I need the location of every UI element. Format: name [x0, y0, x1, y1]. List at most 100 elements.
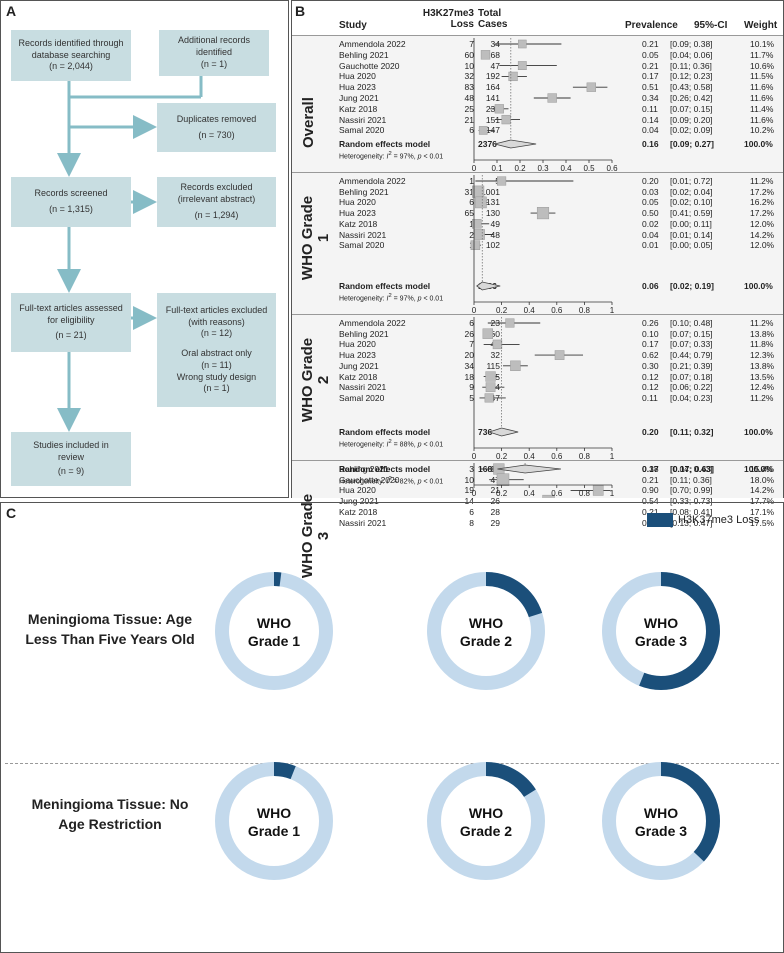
donut-base-ring [215, 762, 333, 880]
weight-cell: 11.8% [750, 339, 774, 350]
prevalence-cell: 0.04 [642, 229, 659, 240]
total-cell: 1268 [481, 49, 500, 60]
estimate-square [482, 328, 494, 339]
study-cell: Samal 2020 [339, 392, 385, 403]
prevalence-cell: 0.05 [642, 49, 659, 60]
events-cell: 1 [469, 218, 474, 229]
prevalence-cell: 0.03 [642, 186, 659, 197]
estimate-square [536, 207, 550, 220]
ci-cell: [0.01; 0.14] [670, 229, 713, 240]
ci-cell: [0.01; 0.72] [670, 176, 713, 186]
prevalence-cell: 0.12 [642, 382, 659, 393]
ci-cell: [0.07; 0.33] [670, 339, 713, 350]
events-cell: 7 [469, 39, 474, 49]
total-cell: 192 [485, 71, 500, 82]
prevalence-cell: 0.10 [642, 328, 659, 339]
study-cell: Katz 2018 [339, 218, 378, 229]
prevalence-cell: 0.30 [642, 360, 659, 371]
weight-cell: 13.8% [750, 328, 775, 339]
prevalence-cell: 0.17 [642, 339, 659, 350]
total-cell: 102 [485, 240, 500, 251]
study-cell: Nassiri 2021 [339, 517, 387, 528]
study-cell: Behling 2021 [339, 49, 389, 60]
estimate-square [478, 126, 488, 135]
ci-cell: [0.44; 0.79] [670, 350, 713, 361]
estimate-square [510, 360, 521, 371]
x-tick-label: 0 [472, 164, 477, 173]
prevalence-cell: 0.21 [642, 474, 659, 485]
x-tick-label: 0.6 [606, 164, 618, 173]
prevalence-cell: 0.50 [642, 208, 659, 219]
total-cell: 115 [486, 360, 500, 371]
prevalence-cell: 0.34 [642, 93, 659, 103]
ci-cell: [0.33; 0.73] [670, 496, 713, 507]
total-cell: 29 [490, 517, 500, 528]
ci-cell: [0.21; 0.39] [670, 360, 713, 371]
total-cell: 49 [490, 218, 500, 229]
estimate-square [485, 382, 496, 393]
total-cell: 32 [490, 350, 500, 361]
x-tick-label: 0.2 [496, 306, 508, 315]
heterogeneity-text: Heterogeneity: I2 = 97%, p < 0.01 [339, 151, 444, 161]
events-cell: 18 [464, 371, 474, 382]
study-cell: Jung 2021 [339, 93, 379, 103]
x-tick-label: 0.8 [579, 452, 591, 461]
x-tick-label: 0.6 [551, 489, 563, 498]
events-cell: 10 [464, 474, 474, 485]
box-fulltext-excluded: Full-text articles excluded(with reasons… [157, 293, 276, 407]
study-cell: Hua 2020 [339, 485, 376, 496]
estimate-square [518, 39, 527, 49]
x-tick-label: 0 [472, 452, 477, 461]
study-cell: Hua 2023 [339, 350, 376, 361]
events-cell: 65 [464, 208, 474, 219]
events-cell: 10 [464, 60, 474, 71]
weight-cell: 10.6% [750, 60, 775, 71]
donut-label-line2: Grade 1 [248, 633, 300, 649]
ci-cell: [0.08; 0.41] [670, 506, 713, 517]
events-cell: 3 [469, 464, 474, 474]
x-tick-label: 0.8 [579, 306, 591, 315]
prevalence-cell: 0.21 [642, 39, 659, 49]
study-cell: Behling 2021 [339, 464, 389, 474]
prevalence-cell: 0.01 [642, 240, 659, 251]
prevalence-cell: 0.62 [642, 350, 659, 361]
events-cell: 31 [464, 186, 474, 197]
estimate-square [470, 240, 481, 250]
x-tick-label: 0 [472, 489, 477, 498]
summary-weight: 100.0% [744, 281, 773, 291]
prevalence-cell: 0.04 [642, 125, 659, 136]
heterogeneity-text: Heterogeneity: I2 = 88%, p < 0.01 [339, 439, 444, 449]
weight-cell: 15.4% [750, 464, 775, 474]
total-cell: 1001 [481, 186, 500, 197]
events-cell: 14 [464, 496, 474, 507]
estimate-square [484, 393, 494, 403]
prevalence-cell: 0.17 [642, 71, 659, 82]
ci-cell: [0.11; 0.36] [670, 474, 712, 485]
weight-cell: 18.0% [750, 474, 775, 485]
study-cell: Nassiri 2021 [339, 229, 387, 240]
donut-label-line2: Grade 3 [635, 823, 687, 839]
prisma-arrows [57, 76, 203, 432]
events-cell: 1 [469, 176, 474, 186]
weight-cell: 11.2% [750, 176, 774, 186]
estimate-square [496, 473, 510, 486]
x-tick-label: 0.4 [524, 306, 536, 315]
x-tick-label: 0.5 [583, 164, 595, 173]
weight-cell: 14.2% [750, 485, 775, 496]
prevalence-cell: 0.90 [642, 485, 659, 496]
weight-cell: 17.1% [750, 506, 775, 517]
